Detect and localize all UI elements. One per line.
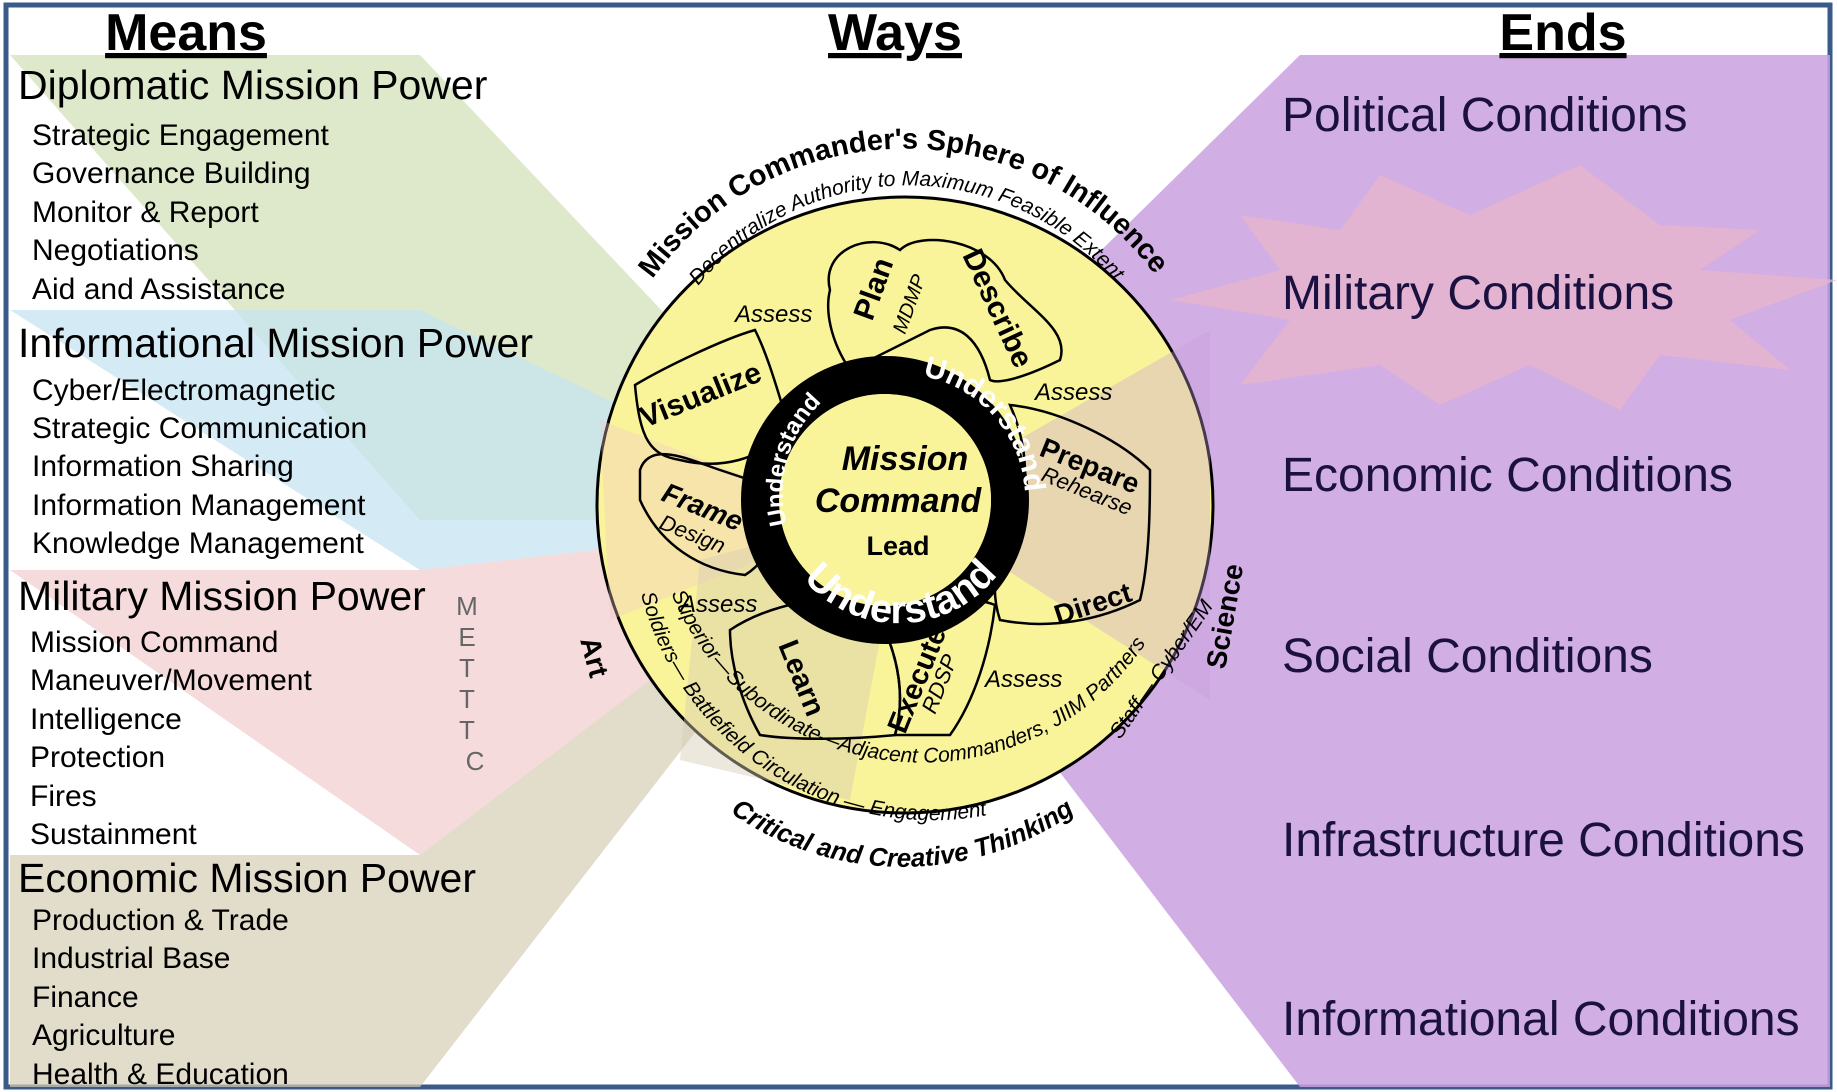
circle-tint-left xyxy=(600,420,860,620)
informational-item: Information Management xyxy=(32,489,366,522)
military-item: Maneuver/Movement xyxy=(30,664,312,697)
center-lead: Lead xyxy=(866,531,929,561)
economic-title: Economic Mission Power xyxy=(18,855,476,901)
diplomatic-item: Negotiations xyxy=(32,234,199,267)
economic-item: Agriculture xyxy=(32,1019,175,1052)
assess-label-2: Assess xyxy=(1033,379,1112,406)
plan-describe-lobe xyxy=(826,238,1063,383)
diplomatic-item: Monitor & Report xyxy=(32,196,259,229)
ways-header: Ways xyxy=(828,4,962,62)
diplomatic-item: Governance Building xyxy=(32,157,311,190)
ends-item: Economic Conditions xyxy=(1282,449,1733,502)
mission-command-core xyxy=(779,394,991,606)
ends-item: Social Conditions xyxy=(1282,630,1653,683)
assess-label-1: Assess xyxy=(733,301,812,328)
economic-item: Health & Education xyxy=(32,1058,289,1091)
mettc-letter: E xyxy=(458,622,475,652)
ends-header: Ends xyxy=(1499,4,1626,62)
military-conditions-burst xyxy=(1170,165,1837,410)
mettc-letter: M xyxy=(456,591,478,621)
military-item: Sustainment xyxy=(30,818,197,851)
diplomatic-item: Strategic Engagement xyxy=(32,119,330,152)
center-mission: Mission xyxy=(842,440,969,478)
mettc-letter: T xyxy=(459,715,475,745)
diplomatic-item: Aid and Assistance xyxy=(32,273,286,306)
informational-item: Strategic Communication xyxy=(32,412,367,445)
informational-item: Information Sharing xyxy=(32,450,294,483)
mettc-letter: C xyxy=(466,746,485,776)
economic-item: Industrial Base xyxy=(32,942,230,975)
military-item: Protection xyxy=(30,741,165,774)
informational-title: Informational Mission Power xyxy=(18,320,533,366)
economic-item: Production & Trade xyxy=(32,904,289,937)
military-item: Mission Command xyxy=(30,626,278,659)
military-item: Intelligence xyxy=(30,703,182,736)
informational-item: Knowledge Management xyxy=(32,527,365,560)
military-title: Military Mission Power xyxy=(18,573,426,619)
informational-item: Cyber/Electromagnetic xyxy=(32,374,335,407)
ends-item: Infrastructure Conditions xyxy=(1282,814,1805,867)
center-command: Command xyxy=(815,482,982,520)
circle-tint-right xyxy=(905,330,1210,700)
economic-item: Finance xyxy=(32,981,139,1014)
means-header: Means xyxy=(105,4,267,62)
ends-item: Informational Conditions xyxy=(1282,993,1800,1046)
ends-item: Military Conditions xyxy=(1282,267,1674,320)
diplomatic-title: Diplomatic Mission Power xyxy=(18,62,487,108)
assess-label-3: Assess xyxy=(678,591,757,618)
mettc-letter: T xyxy=(459,653,475,683)
ends-item: Political Conditions xyxy=(1282,89,1688,142)
military-item: Fires xyxy=(30,780,97,813)
mettc-letter: T xyxy=(459,684,475,714)
economic-beam xyxy=(10,520,860,1087)
assess-label-4: Assess xyxy=(983,666,1062,693)
understand-ring xyxy=(741,356,1029,644)
